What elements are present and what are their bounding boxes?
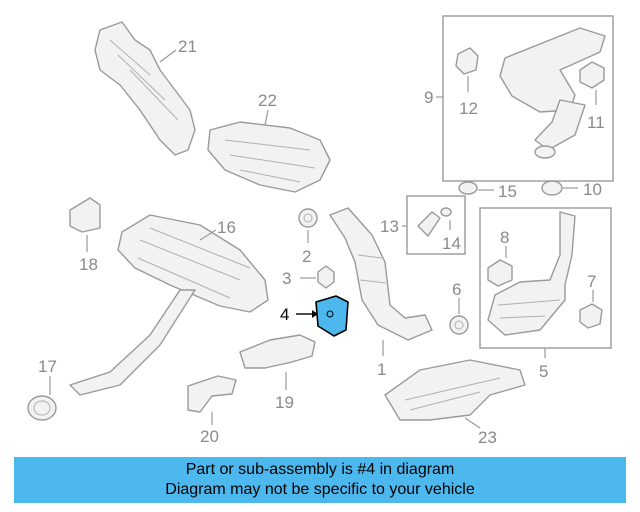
part-6-gasket[interactable] (449, 298, 469, 335)
banner-line-2: Diagram may not be specific to your vehi… (165, 481, 475, 498)
part-20-pipe[interactable] (187, 375, 237, 425)
callout-3[interactable]: 3 (282, 269, 291, 288)
part-11-hanger[interactable] (579, 61, 605, 105)
banner-line-1: Part or sub-assembly is #4 in diagram (185, 461, 455, 478)
callout-9[interactable]: 9 (424, 88, 433, 107)
part-22-heat-shield[interactable] (207, 109, 331, 193)
part-3-nut[interactable] (300, 265, 335, 289)
callout-8[interactable]: 8 (500, 228, 509, 247)
part-2-gasket[interactable] (298, 208, 318, 243)
group-9-box (442, 15, 614, 182)
part-9-rear-muffler[interactable] (499, 27, 606, 159)
part-19-pipe[interactable] (239, 334, 316, 390)
part-14-sensor[interactable] (417, 207, 452, 237)
info-banner: Part or sub-assembly is #4 in diagram Di… (14, 457, 626, 503)
part-12-hanger[interactable] (455, 47, 479, 92)
callout-19[interactable]: 19 (275, 393, 294, 412)
callout-5[interactable]: 5 (539, 362, 548, 381)
callout-7[interactable]: 7 (587, 272, 596, 291)
callout-14[interactable]: 14 (442, 234, 461, 253)
callout-4-highlighted[interactable]: 4 (280, 305, 289, 324)
part-15-gasket[interactable] (458, 181, 494, 195)
part-16-muffler[interactable] (69, 214, 269, 396)
callout-18[interactable]: 18 (79, 255, 98, 274)
callout-11[interactable]: 11 (587, 113, 605, 132)
callout-10[interactable]: 10 (583, 180, 602, 199)
callout-13[interactable]: 13 (380, 217, 399, 236)
callout-22[interactable]: 22 (258, 91, 277, 110)
part-18-bracket[interactable] (69, 197, 101, 252)
callout-21[interactable]: 21 (178, 37, 197, 56)
callout-12[interactable]: 12 (459, 99, 478, 118)
part-4-bracket-highlighted[interactable] (296, 295, 349, 337)
callout-23[interactable]: 23 (478, 428, 497, 447)
callout-6[interactable]: 6 (452, 280, 461, 299)
callout-20[interactable]: 20 (200, 427, 219, 446)
part-8-hanger[interactable] (487, 246, 513, 287)
callout-17[interactable]: 17 (38, 357, 57, 376)
part-21-heat-shield[interactable] (94, 21, 196, 156)
part-17-clamp[interactable] (27, 376, 57, 421)
group-13-box (406, 195, 466, 255)
callout-1[interactable]: 1 (377, 360, 386, 379)
part-23-heat-shield[interactable] (384, 359, 526, 429)
part-10-gasket[interactable] (541, 180, 578, 196)
callout-16[interactable]: 16 (217, 218, 236, 237)
part-5-center-muffler[interactable] (487, 211, 576, 336)
callout-2[interactable]: 2 (302, 247, 311, 266)
part-1-converter-pipe[interactable] (329, 207, 433, 356)
callout-15[interactable]: 15 (498, 182, 517, 201)
part-7-hanger[interactable] (579, 290, 603, 329)
